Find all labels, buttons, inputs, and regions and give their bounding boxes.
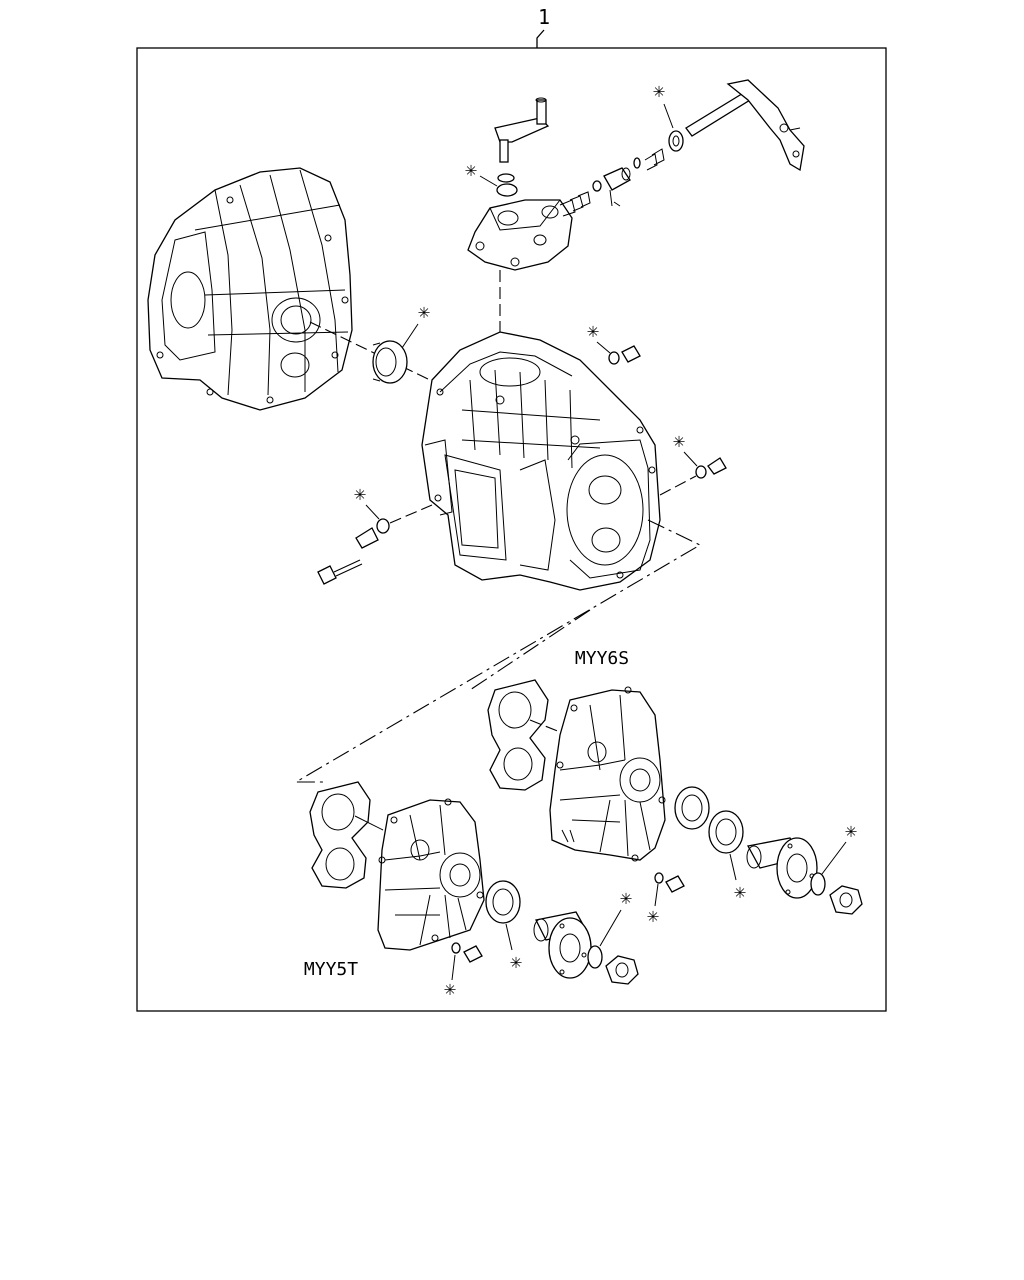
asterisk-mark: ✳: [354, 481, 366, 505]
asterisk-mark: ✳: [418, 299, 430, 323]
shift-springs: [559, 148, 665, 217]
shift-lever: [494, 97, 550, 163]
asterisk-mark: ✳: [587, 318, 599, 342]
leader-gasket-myy5t: [354, 815, 384, 831]
variant-label-myy6s: MYY6S: [575, 648, 629, 669]
lock-nut-myy5t: [605, 955, 639, 985]
variant-label-myy5t: MYY5T: [304, 959, 358, 980]
plug-myy6s: [654, 872, 685, 893]
leader-gasket-myy6s: [529, 719, 561, 733]
transmission-case: [421, 331, 661, 591]
asterisk-leader: [729, 853, 737, 881]
bolt-bracket: [317, 518, 390, 585]
plug-myy5t: [451, 942, 483, 963]
asterisk-leader: [401, 323, 419, 349]
asterisk-leader: [599, 909, 622, 947]
asterisk-leader: [596, 341, 611, 354]
o-ring-myy5t-flange: [587, 945, 603, 969]
o-ring-lever: [496, 173, 518, 197]
callout-number: 1: [538, 5, 550, 29]
asterisk-mark: ✳: [510, 949, 522, 973]
asterisk-mark: ✳: [673, 428, 685, 452]
companion-flange-myy6s: [746, 837, 818, 899]
oil-seal-shaft: [668, 130, 684, 152]
leader-case-to-myy5t: [293, 519, 702, 783]
asterisk-leader: [505, 923, 513, 951]
asterisk-mark: ✳: [845, 818, 857, 842]
asterisk-mark: ✳: [444, 976, 456, 1000]
asterisk-mark: ✳: [647, 903, 659, 927]
leader-bell-to-case: [309, 321, 431, 381]
asterisk-mark: ✳: [653, 78, 665, 102]
plug-right: [695, 457, 727, 479]
rear-cover-myy6s: [549, 686, 666, 862]
asterisk-leader: [365, 504, 380, 520]
callout-leader: [536, 29, 545, 48]
leader-plug-right: [659, 475, 697, 496]
asterisk-mark: ✳: [465, 157, 477, 181]
rear-cover-myy5t: [377, 798, 485, 951]
leader-bolt-left: [389, 504, 433, 524]
shift-shaft: [685, 79, 805, 172]
asterisk-leader: [479, 175, 498, 187]
asterisk-leader: [663, 103, 674, 129]
leader-case-to-myy6s: [469, 609, 591, 691]
o-ring-myy6s-flange: [810, 872, 826, 896]
asterisk-mark: ✳: [734, 879, 746, 903]
companion-flange-myy5t: [533, 911, 592, 979]
asterisk-leader: [451, 954, 456, 981]
asterisk-leader: [654, 883, 659, 907]
lock-nut-myy6s: [829, 885, 863, 915]
asterisk-leader: [683, 451, 698, 467]
oil-seal-bell: [372, 340, 408, 384]
asterisk-leader: [821, 841, 847, 875]
oil-seal-myy6s-b: [708, 810, 744, 854]
asterisk-mark: ✳: [620, 885, 632, 909]
shift-cover: [467, 199, 573, 271]
plug-upper: [608, 345, 641, 365]
gasket-myy5t: [309, 781, 371, 889]
gasket-myy6s: [487, 679, 549, 791]
diagram-frame: [136, 47, 887, 1012]
bell-housing: [147, 167, 353, 411]
oil-seal-myy5t: [485, 880, 521, 924]
oil-seal-myy6s-a: [674, 786, 710, 830]
